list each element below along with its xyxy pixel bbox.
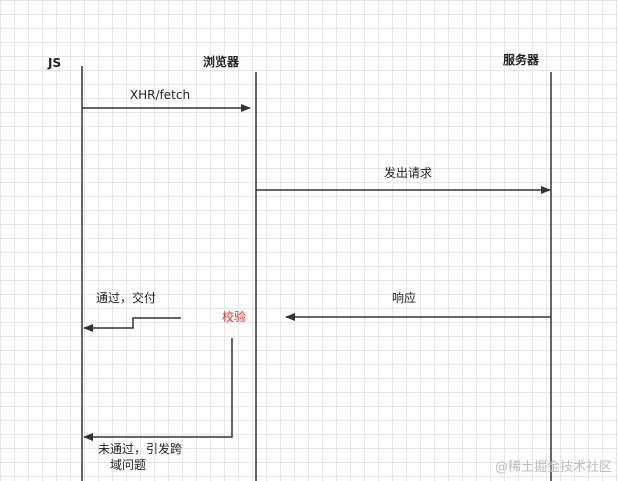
label-pass: 通过，交付 bbox=[96, 291, 157, 305]
label-response: 响应 bbox=[391, 291, 417, 305]
arrow-pass bbox=[83, 317, 181, 332]
label-fail: 未通过，引发跨 域问题 bbox=[98, 441, 208, 473]
arrow-fail bbox=[83, 338, 233, 441]
label-fail-line2: 域问题 bbox=[110, 458, 147, 472]
actor-browser: 浏览器 bbox=[203, 55, 240, 69]
label-xhr: XHR/fetch bbox=[129, 88, 191, 102]
label-check: 校验 bbox=[222, 310, 247, 324]
label-fail-line1: 未通过，引发跨 bbox=[98, 442, 183, 456]
actor-server: 服务器 bbox=[503, 53, 540, 67]
label-request: 发出请求 bbox=[383, 166, 433, 180]
watermark: @稀土掘金技术社区 bbox=[494, 460, 612, 475]
actor-js: JS bbox=[48, 56, 62, 70]
